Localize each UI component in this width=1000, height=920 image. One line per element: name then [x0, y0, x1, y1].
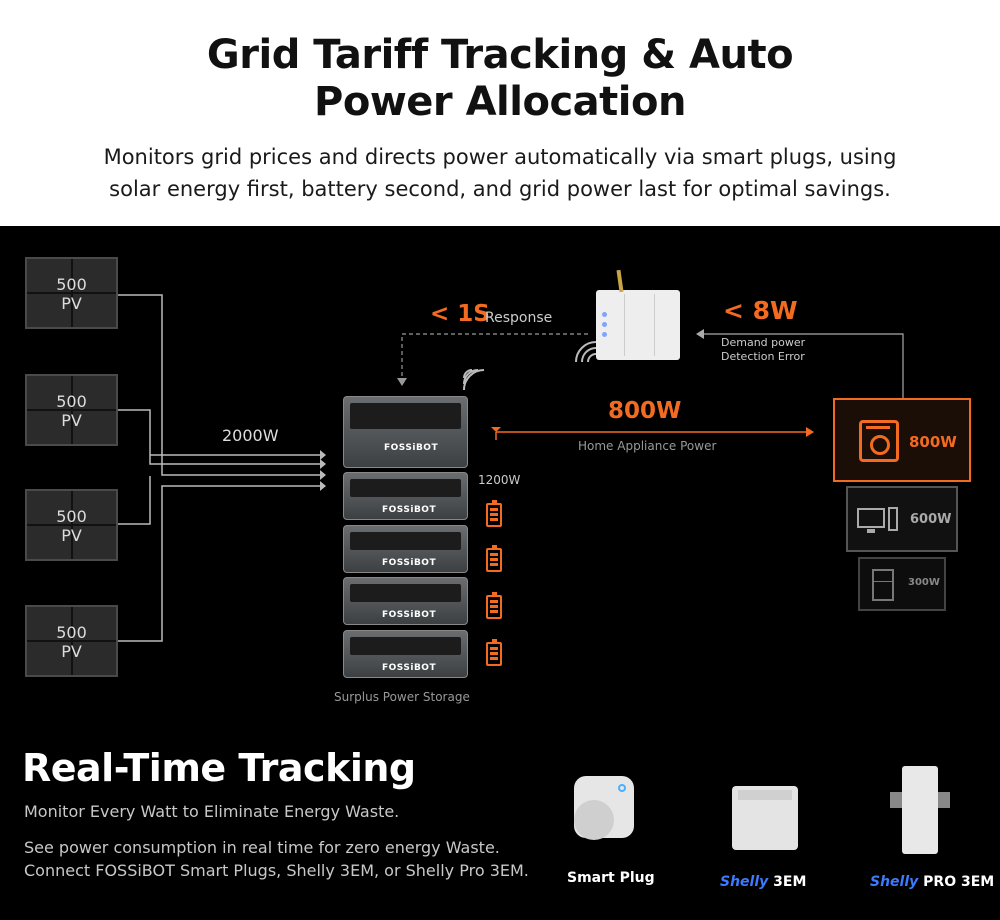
shelly-pro-3em-image — [890, 766, 950, 854]
appliance-watts: 600W — [910, 512, 952, 527]
power-station-unit: FOSSiBOT — [343, 396, 468, 468]
battery-pack-unit: FOSSiBOT — [343, 472, 468, 520]
product-label-shelly-pro-3em: Shelly PRO 3EM — [870, 874, 994, 890]
product-name: PRO 3EM — [923, 874, 995, 890]
title-line-2: Power Allocation — [314, 79, 686, 125]
page-title: Grid Tariff Tracking & Auto Power Alloca… — [0, 32, 1000, 126]
title-line-1: Grid Tariff Tracking & Auto — [206, 32, 794, 78]
product-label-shelly-3em: Shelly 3EM — [720, 874, 806, 890]
error-label-line-2: Detection Error — [721, 350, 805, 363]
subtitle-line-1: Monitors grid prices and directs power a… — [103, 145, 897, 169]
error-value: < 8W — [723, 296, 798, 325]
brand-logo: FOSSiBOT — [382, 558, 437, 568]
battery-pack-unit: FOSSiBOT — [343, 525, 468, 573]
battery-icon — [486, 592, 502, 619]
brand-logo: FOSSiBOT — [382, 663, 437, 673]
appliance-power-value: 800W — [608, 398, 682, 424]
appliance-watts: 300W — [908, 577, 940, 588]
section-body-line-1: See power consumption in real time for z… — [24, 838, 500, 857]
shelly-brand: Shelly — [720, 874, 769, 890]
subtitle-line-2: solar energy first, battery second, and … — [109, 177, 891, 201]
appliance-card-active: 800W — [833, 398, 971, 482]
product-name: 3EM — [773, 874, 807, 890]
pv-watts: 500 — [56, 507, 87, 526]
battery-icon — [486, 545, 502, 572]
battery-pack-unit: FOSSiBOT — [343, 577, 468, 625]
pv-unit: PV — [61, 294, 82, 313]
battery-output-label: 1200W — [478, 473, 521, 487]
pv-watts: 500 — [56, 392, 87, 411]
pv-panel: 500 PV — [25, 605, 118, 677]
appliance-watts: 800W — [909, 433, 957, 451]
response-label: Response — [485, 310, 553, 326]
pv-unit: PV — [61, 642, 82, 661]
pv-watts: 500 — [56, 275, 87, 294]
header-section: Grid Tariff Tracking & Auto Power Alloca… — [0, 0, 1000, 226]
brand-logo: FOSSiBOT — [382, 610, 437, 620]
solar-input-label: 2000W — [222, 426, 279, 445]
smart-plug-image — [570, 776, 640, 856]
energy-flow-diagram: 500 PV 500 PV 500 PV 500 PV 2000W < 1S R… — [0, 226, 1000, 920]
shelly-brand: Shelly — [870, 874, 919, 890]
response-value: < 1S — [430, 301, 490, 327]
section-body-line-2: Connect FOSSiBOT Smart Plugs, Shelly 3EM… — [24, 861, 529, 880]
appliance-card: 600W — [846, 486, 958, 552]
pv-panel: 500 PV — [25, 374, 118, 446]
smart-meter-device — [596, 269, 680, 360]
pv-panel: 500 PV — [25, 489, 118, 561]
pv-panel: 500 PV — [25, 257, 118, 329]
pv-watts: 500 — [56, 623, 87, 642]
brand-logo: FOSSiBOT — [384, 443, 439, 453]
appliance-power-label: Home Appliance Power — [578, 439, 717, 453]
brand-logo: FOSSiBOT — [382, 505, 437, 515]
connector-lines — [118, 294, 904, 642]
page-subtitle: Monitors grid prices and directs power a… — [30, 141, 970, 205]
section-tagline: Monitor Every Watt to Eliminate Energy W… — [24, 802, 400, 821]
shelly-3em-image — [732, 786, 798, 850]
battery-pack-unit: FOSSiBOT — [343, 630, 468, 678]
battery-icon — [486, 500, 502, 527]
fridge-icon — [872, 569, 894, 601]
computer-icon — [857, 508, 885, 528]
pv-unit: PV — [61, 526, 82, 545]
product-name: Smart Plug — [567, 870, 655, 886]
battery-icon — [486, 639, 502, 666]
error-label-line-1: Demand power — [721, 336, 806, 349]
washing-machine-icon — [859, 420, 899, 462]
pv-unit: PV — [61, 411, 82, 430]
appliance-card: 300W — [858, 557, 946, 611]
storage-label: Surplus Power Storage — [334, 690, 470, 704]
section-title: Real-Time Tracking — [22, 746, 416, 790]
